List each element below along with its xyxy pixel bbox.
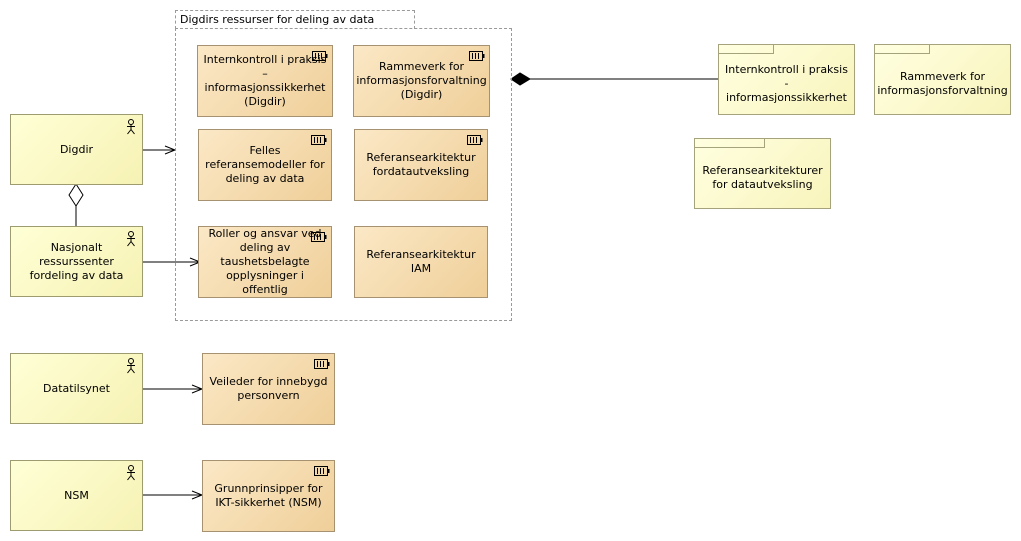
artifact-icon	[311, 135, 327, 145]
note-internkontroll-label: Internkontroll i praksis - informasjonss…	[725, 62, 848, 104]
actor-nasjonalt-label: Nasjonalt ressurssenter fordeling av dat…	[29, 240, 124, 282]
artifact-icon	[311, 232, 327, 242]
actor-nsm-label: NSM	[64, 488, 89, 502]
artifact-ref-iam[interactable]: Referansearkitektur IAM	[354, 226, 488, 298]
actor-icon	[127, 231, 135, 247]
aggregation-diamond	[68, 183, 84, 207]
note-internkontroll[interactable]: Internkontroll i praksis - informasjonss…	[718, 44, 855, 115]
artifact-icon	[314, 359, 330, 369]
note-referansearkitekturer[interactable]: Referansearkitekturer for datautveksling	[694, 138, 831, 209]
note-tab	[719, 45, 774, 54]
artifact-rammeverk-label: Rammeverk for informasjonsforvaltning (D…	[356, 60, 487, 101]
artifact-icon	[467, 135, 483, 145]
artifact-roller-label: Roller og ansvar ved deling av taushetsb…	[208, 227, 322, 296]
artifact-ref-data-label: Referansearkitektur fordatautveksling	[366, 151, 476, 178]
actor-icon	[127, 465, 135, 481]
artifact-veileder-label: Veileder for innebygd personvern	[209, 375, 328, 402]
artifact-icon	[314, 466, 330, 476]
group-title-tab: Digdirs ressurser for deling av data	[175, 10, 415, 29]
actor-datatilsynet[interactable]: Datatilsynet	[10, 353, 143, 424]
actor-datatilsynet-label: Datatilsynet	[43, 381, 110, 395]
artifact-ref-data[interactable]: Referansearkitektur fordatautveksling	[354, 129, 488, 201]
note-referansearkitekturer-label: Referansearkitekturer for datautveksling	[702, 163, 823, 191]
note-rammeverk-label: Rammeverk for informasjonsforvaltning	[877, 69, 1008, 97]
actor-icon	[127, 358, 135, 374]
actor-nsm[interactable]: NSM	[10, 460, 143, 531]
actor-icon	[127, 119, 135, 135]
artifact-veileder[interactable]: Veileder for innebygd personvern	[202, 353, 335, 425]
artifact-grunnprinsipper[interactable]: Grunnprinsipper for IKT-sikkerhet (NSM)	[202, 460, 335, 532]
group-container[interactable]	[175, 28, 512, 321]
group-title: Digdirs ressurser for deling av data	[180, 13, 375, 26]
artifact-felles-label: Felles referansemodeller for deling av d…	[205, 144, 325, 185]
artifact-roller[interactable]: Roller og ansvar ved deling av taushetsb…	[198, 226, 332, 298]
artifact-ref-iam-label: Referansearkitektur IAM	[366, 248, 476, 275]
note-tab	[875, 45, 930, 54]
artifact-felles[interactable]: Felles referansemodeller for deling av d…	[198, 129, 332, 201]
actor-nasjonalt[interactable]: Nasjonalt ressurssenter fordeling av dat…	[10, 226, 143, 297]
artifact-rammeverk[interactable]: Rammeverk for informasjonsforvaltning (D…	[353, 45, 490, 117]
composition-diamond	[510, 72, 531, 86]
artifact-internkontroll[interactable]: Internkontroll i praksis – informasjonss…	[197, 45, 333, 117]
note-tab	[695, 139, 765, 148]
note-rammeverk[interactable]: Rammeverk for informasjonsforvaltning	[874, 44, 1011, 115]
actor-digdir[interactable]: Digdir	[10, 114, 143, 185]
actor-digdir-label: Digdir	[59, 142, 94, 156]
artifact-icon	[469, 51, 485, 61]
artifact-internkontroll-label: Internkontroll i praksis – informasjonss…	[203, 53, 327, 108]
artifact-icon	[312, 51, 328, 61]
artifact-grunnprinsipper-label: Grunnprinsipper for IKT-sikkerhet (NSM)	[214, 482, 323, 509]
